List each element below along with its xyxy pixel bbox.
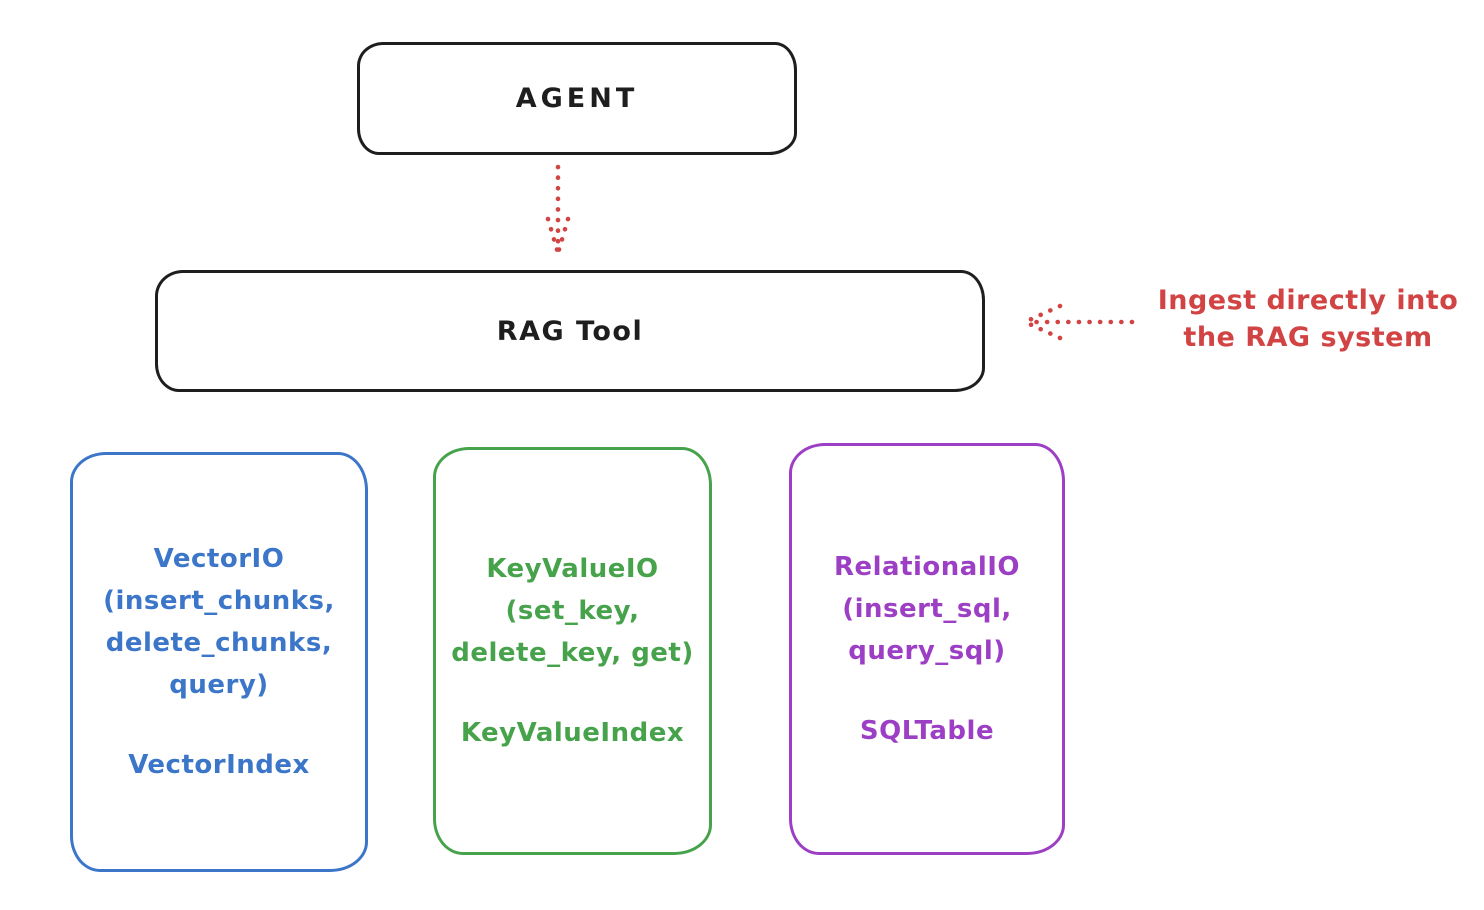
rag-tool-box: RAG Tool xyxy=(155,270,985,392)
backend-relational-title: RelationalIO xyxy=(833,552,1021,582)
dotted-arrow-left-icon xyxy=(1022,303,1135,341)
backend-box-keyvalue-io: KeyValueIO (set_key, delete_key, get) Ke… xyxy=(433,447,712,855)
rag-tool-label: RAG Tool xyxy=(496,315,644,347)
backend-relational-methods-2: query_sql) xyxy=(848,636,1006,666)
backend-keyvalue-methods-2: delete_key, get) xyxy=(451,638,694,668)
backend-box-vector-io: VectorIO (insert_chunks, delete_chunks, … xyxy=(70,452,368,872)
backend-vector-index-label: VectorIndex xyxy=(128,750,310,780)
agent-label: AGENT xyxy=(515,83,639,114)
backend-relational-methods-1: (insert_sql, xyxy=(842,594,1012,624)
backend-box-relational-io: RelationalIO (insert_sql, query_sql) SQL… xyxy=(789,443,1065,855)
backend-relational-index-label: SQLTable xyxy=(859,716,995,746)
agent-box: AGENT xyxy=(357,42,797,155)
ingest-annotation-line1: Ingest directly into xyxy=(1157,285,1459,316)
backend-vector-methods-1: (insert_chunks, xyxy=(103,586,335,616)
backend-vector-title: VectorIO xyxy=(153,544,285,574)
ingest-annotation: Ingest directly into the RAG system xyxy=(1142,282,1474,356)
backend-keyvalue-title: KeyValueIO xyxy=(486,554,659,584)
backend-vector-methods-2: delete_chunks, xyxy=(105,628,333,658)
backend-keyvalue-methods-1: (set_key, xyxy=(505,596,640,626)
backend-keyvalue-index-label: KeyValueIndex xyxy=(460,718,685,748)
dotted-arrow-down-icon xyxy=(545,164,571,256)
ingest-annotation-line2: the RAG system xyxy=(1183,322,1433,353)
backend-vector-methods-3: query) xyxy=(169,670,269,700)
